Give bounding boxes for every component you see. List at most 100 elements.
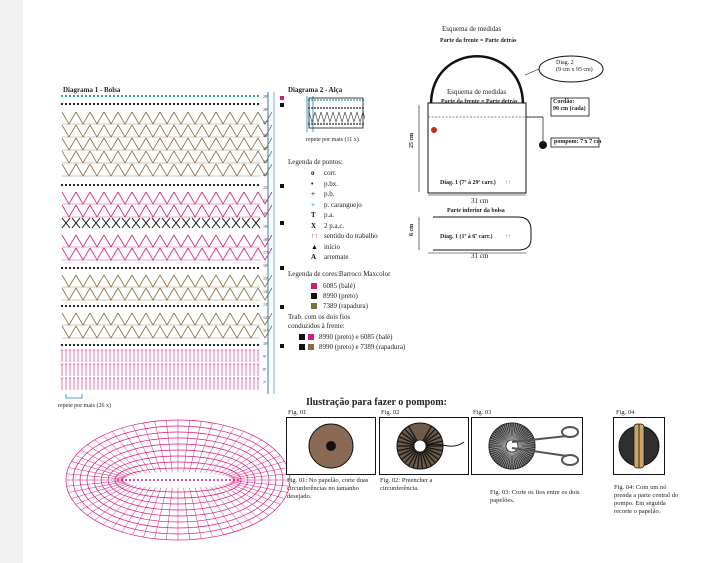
measures-title: Esquema de medidas (442, 25, 502, 33)
color-swatch (308, 344, 314, 350)
legend-colors-title: Legenda de cores:Barroco Maxcolor (288, 270, 391, 278)
legend-combo-label: 8990 (preto) e 7389 (rapadura) (319, 343, 406, 351)
legend-point-symbol: + (311, 200, 315, 209)
diagram1-stitch-row (61, 274, 273, 288)
row-color-marker (280, 184, 284, 188)
diagram1-stitch-row (60, 183, 260, 187)
diagram2-repeat-label: repete por mais (11 x) (306, 137, 359, 143)
legend-point-label: início (324, 242, 340, 251)
legend-point-symbol: A (311, 253, 317, 261)
work-direction-marker: ↑↑ (505, 180, 511, 186)
row-number: 17ª (263, 250, 269, 255)
bag-bottom-oval-diagram (65, 419, 291, 541)
diagram1-stitch-row (61, 124, 273, 138)
row-number: 7ª (263, 380, 267, 385)
legend-point-label: p. caranguejo (324, 200, 362, 209)
row-color-marker (280, 96, 284, 100)
legend-point-item: •p.bx. (311, 180, 338, 188)
legend-color-label: 7389 (rapadura) (323, 302, 368, 310)
row-number: 28ª (263, 107, 269, 112)
row-number: 11ª (263, 328, 269, 333)
legend-point-label: sentido do trabalho (324, 232, 378, 240)
legend-combo-label: 8990 (preto) e 6085 (balé) (319, 333, 393, 341)
diagram1-stitch-row (61, 325, 273, 339)
diagram1-stitch-row (61, 217, 261, 229)
measures-diagram (418, 55, 604, 254)
cordao-line2: 90 cm (cada) (553, 106, 586, 112)
width-front-label: 31 cm (471, 197, 489, 205)
color-swatch (311, 303, 317, 309)
legend-point-item: o corr. (311, 169, 337, 177)
row-number: 9ª (263, 354, 267, 359)
fig1-box (286, 417, 376, 475)
legend-color-item: 8990 (preto) (311, 292, 358, 300)
row-number: 15ª (263, 276, 269, 281)
row-number: 29ª (263, 94, 269, 99)
legend-point-symbol: o (311, 169, 315, 177)
diagram1-stitch-row (61, 234, 273, 248)
row-number: 25ª (263, 146, 269, 151)
legend-color-item: 7389 (rapadura) (311, 302, 368, 310)
measures-subtitle: Parte da frente = Parte detrás (440, 38, 517, 44)
pompom-size-label: pompom: 7 x 7 cm (554, 139, 602, 145)
fig4-caption: Fig. 04: Com um nó prenda a parte centra… (614, 484, 679, 515)
row-color-marker (280, 305, 284, 309)
side-height-label: 25 cm (409, 132, 415, 148)
color-swatch (311, 283, 317, 289)
diag2-line1: Diag. 2 (556, 60, 574, 66)
diagram1-chart: 29ª28ª27ª26ª25ª24ª23ª22ª21ª20ª19ª18ª17ª1… (60, 92, 284, 399)
legend-color-item: 6085 (balé) (311, 282, 355, 290)
width-bottom-label: 31 cm (471, 252, 489, 260)
legend-combo-item: 8990 (preto) e 7389 (rapadura) (299, 343, 405, 351)
fig3-label: Fig. 03 (473, 409, 492, 416)
row-color-marker (280, 344, 284, 348)
color-swatch (299, 344, 305, 350)
legend-point-label: arremate (324, 253, 349, 261)
legend-point-symbol: X (311, 221, 317, 230)
legend-point-item: + p. caranguejo (311, 201, 362, 209)
diag1-bottom-label: Diag. 1 (1ª à 6ª carr.) (440, 234, 493, 240)
diagram1-stitch-row (61, 191, 273, 205)
note-line-2: conduzidos à frente: (288, 322, 345, 330)
bottom-height-label: 6 cm (409, 223, 415, 236)
diagram1-stitch-row (60, 363, 260, 376)
row-color-marker (280, 103, 284, 107)
row-number: 26ª (263, 133, 269, 138)
diagram1-stitch-row (60, 377, 260, 390)
fig1-label: Fig. 01 (288, 409, 307, 416)
work-direction-marker-bottom: ↑↑ (505, 234, 511, 240)
diag1-front-label: Diag. 1 (7º à 29ª carr.) (440, 180, 496, 186)
legend-point-symbol: ↑↑ (311, 232, 318, 240)
legend-point-label: 2 p.a.c. (324, 221, 345, 230)
diagram1-stitch-row (61, 287, 273, 301)
note-line-1: Trab. com os dois fios (288, 313, 351, 321)
row-number: 12ª (263, 315, 269, 320)
color-swatch (299, 334, 305, 340)
fig3-caption: Fig. 03: Corte os fios entre os dois pap… (490, 489, 580, 504)
row-number: 22ª (263, 185, 269, 190)
diagram1-stitch-row (60, 343, 260, 347)
fig1-caption: Fig. 01: No papelão, corte duas circunfe… (287, 477, 369, 500)
row-number: 21ª (263, 198, 269, 203)
diagram2-strap-chart (306, 96, 365, 132)
legend-point-label: p.a. (324, 211, 335, 219)
diag2-callout: Diag. 2 (9 cm x 95 cm) (556, 60, 593, 74)
legend-point-item: +p.b. (311, 190, 335, 198)
row-color-marker (280, 266, 284, 270)
fig4-box (613, 417, 665, 475)
legend-two-yarns-note: Trab. com os dois fios conduzidos à fren… (288, 313, 350, 331)
legend-point-symbol: ▲ (311, 242, 318, 251)
legend-point-symbol: + (311, 190, 315, 198)
fig2-caption: Fig. 02: Preencher a circunferência. (380, 477, 433, 492)
fig3-box (471, 417, 583, 475)
row-number: 10ª (263, 341, 269, 346)
diagram1-stitch-row (60, 266, 260, 270)
diagram1-stitch-row (61, 111, 273, 125)
legend-point-label: corr. (324, 169, 337, 177)
color-swatch (308, 334, 314, 340)
row-number: 8ª (263, 367, 267, 372)
inner-measures-subtitle: Parte da frente = Parte detrás (441, 99, 518, 105)
cordao-line1: Cordão: (553, 99, 575, 105)
diagram1-stitch-row (60, 102, 260, 106)
